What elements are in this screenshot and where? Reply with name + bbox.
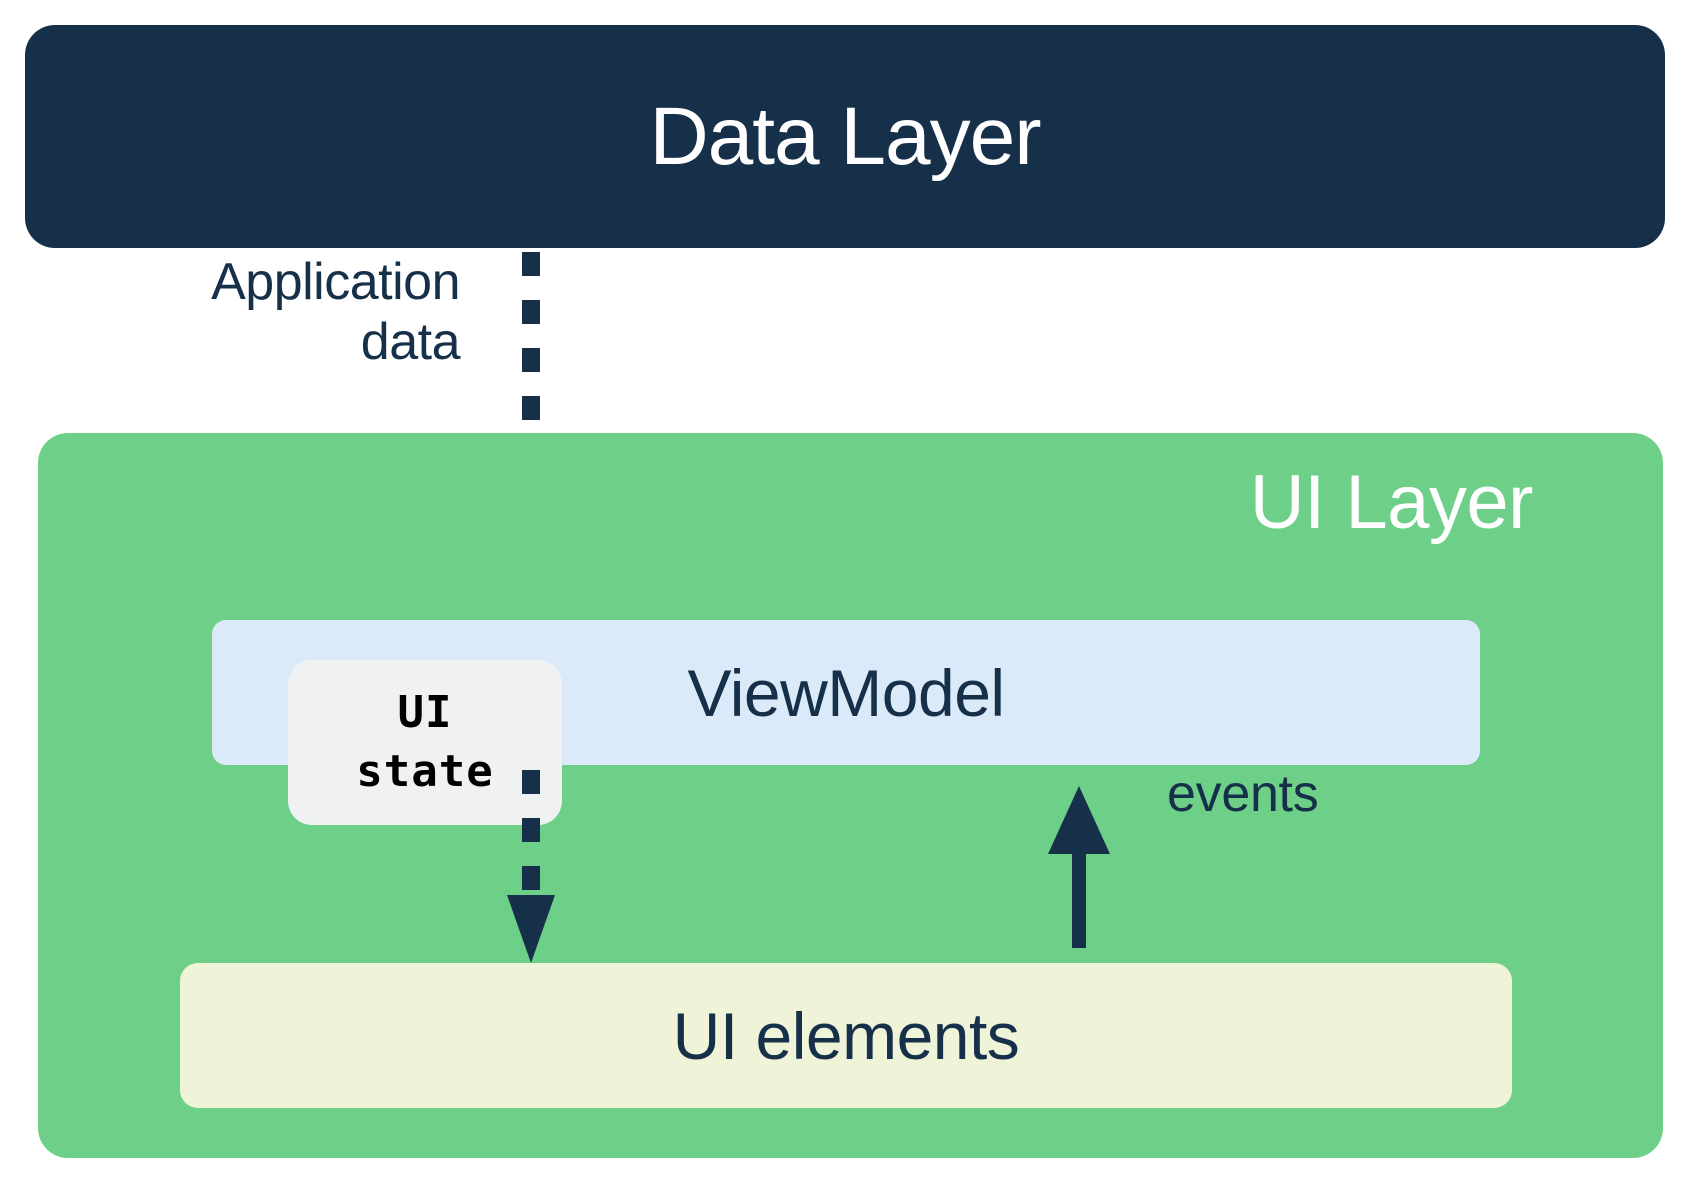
application-data-label-line2: data: [360, 313, 461, 372]
events-arrow-shaft: [1072, 840, 1086, 948]
ui-state-box: UI state: [288, 660, 562, 825]
ui-state-label-line1: UI: [397, 687, 453, 739]
ui-elements-label: UI elements: [672, 998, 1020, 1073]
viewmodel-label: ViewModel: [687, 655, 1005, 730]
application-data-label: Application data: [60, 252, 460, 373]
ui-layer-title: UI Layer: [1249, 460, 1534, 545]
data-layer-title: Data Layer: [649, 90, 1041, 182]
events-arrowhead-icon: [1048, 786, 1110, 854]
ui-state-dotted-line: [522, 770, 540, 898]
ui-state-arrowhead-icon: [507, 895, 555, 963]
application-data-label-line1: Application: [211, 253, 460, 311]
data-layer-box: Data Layer: [25, 25, 1665, 248]
events-label: events: [1167, 765, 1319, 823]
ui-state-label-line2: state: [356, 745, 494, 797]
ui-elements-box: UI elements: [180, 963, 1512, 1108]
